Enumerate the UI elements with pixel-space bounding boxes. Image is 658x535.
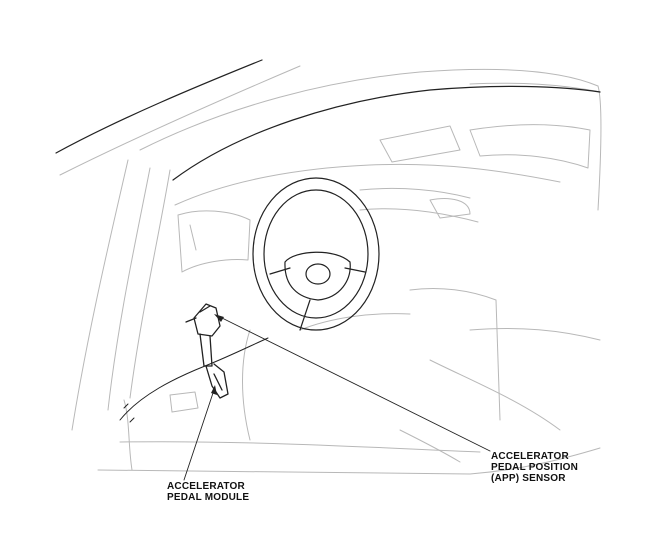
leader-line-app-sensor [217,315,491,452]
roof-edge [55,59,263,154]
arrowhead-app-sensor [214,314,224,322]
callout-app-sensor-line3: (APP) SENSOR [491,473,566,484]
callout-pedal-module: ACCELERATOR PEDAL MODULE [167,481,249,503]
callout-pedal-module-line2: PEDAL MODULE [167,492,250,503]
callout-pedal-module-line1: ACCELERATOR [167,481,245,492]
callout-app-sensor-line1: ACCELERATOR [491,451,569,462]
body-outline [59,65,602,475]
dashboard-outline [123,124,601,471]
windshield-inner-edge [172,85,601,181]
callout-app-sensor: ACCELERATOR PEDAL POSITION (APP) SENSOR [491,451,578,484]
steering-wheel [252,177,380,331]
leader-line-pedal-module [183,389,215,481]
arrowhead-pedal-module [211,385,217,395]
pedal-module-drawing [185,303,229,399]
callout-app-sensor-line2: PEDAL POSITION [491,462,579,473]
wiring-harness [119,337,269,421]
